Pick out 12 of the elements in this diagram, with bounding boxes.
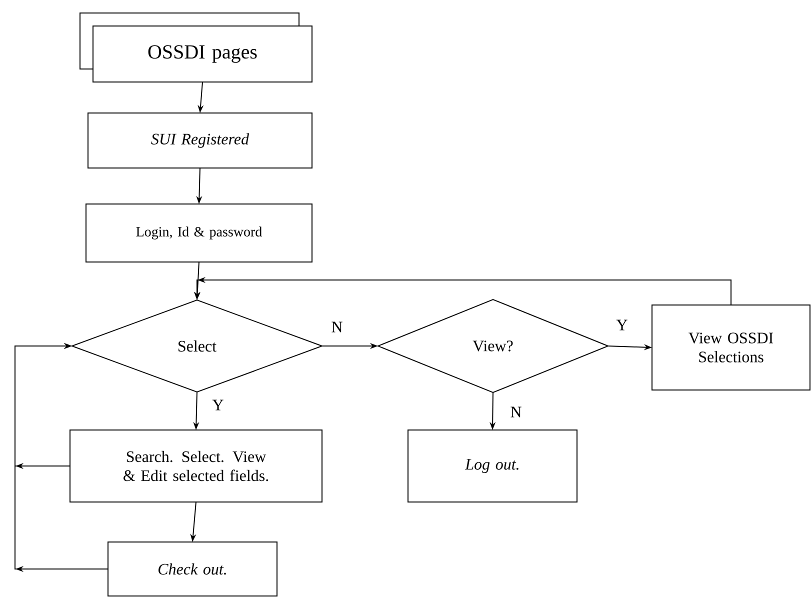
arrow	[14, 342, 108, 572]
page-stack-box: OSSDI pages	[80, 12, 312, 82]
process-box: SUI Registered	[88, 112, 312, 168]
edge-label: N	[330, 320, 344, 334]
process-box: Login, Id & password	[86, 204, 312, 262]
process-box: Log out.	[408, 430, 578, 502]
process-box: Search. Select. View & Edit selected fields.	[70, 430, 322, 502]
process-box: Check out.	[108, 542, 278, 596]
process-box: View OSSDI Selections	[652, 304, 810, 390]
edge-label: Y	[211, 398, 225, 412]
edge-label: N	[509, 406, 523, 418]
edge-label: Y	[615, 318, 629, 332]
